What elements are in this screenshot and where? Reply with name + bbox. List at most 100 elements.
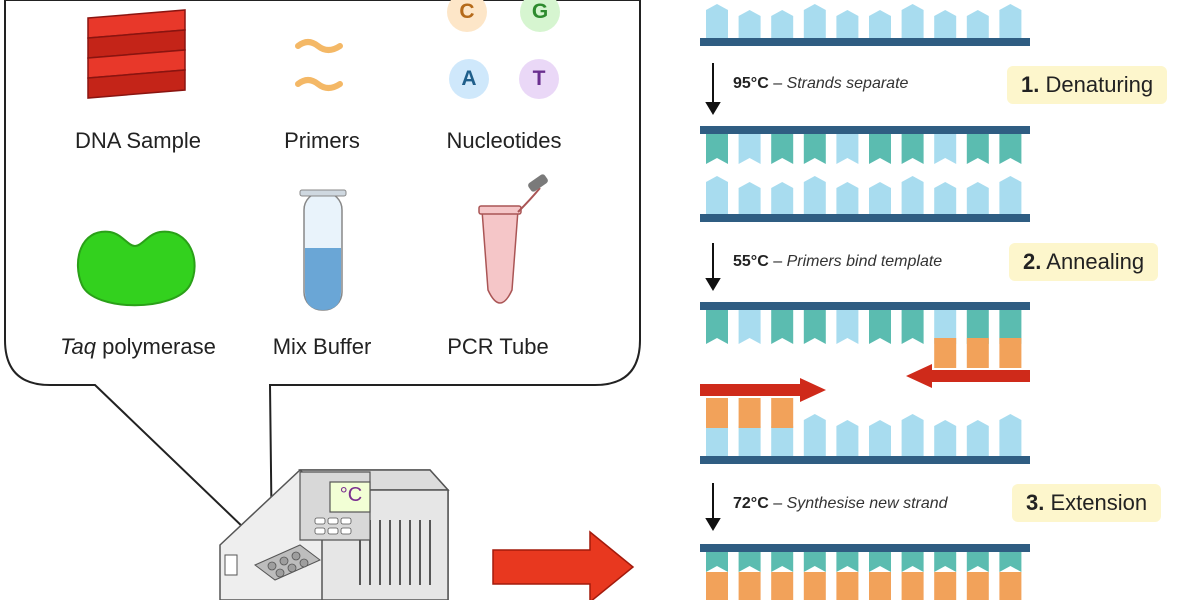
dna-base xyxy=(836,182,859,214)
dna-base xyxy=(901,134,924,164)
process-arrow xyxy=(492,530,635,600)
primer-base xyxy=(738,398,761,428)
dna-base xyxy=(836,310,859,344)
dna-base xyxy=(934,552,957,572)
label-mix-buffer: Mix Buffer xyxy=(272,334,372,359)
primer-base xyxy=(966,338,989,368)
primer-base xyxy=(706,398,728,428)
dna-base xyxy=(966,182,989,214)
dna-base xyxy=(803,134,826,164)
dna-base xyxy=(738,182,761,214)
label-taq-polymerase: Taq polymerase xyxy=(38,334,238,360)
dna-base xyxy=(934,10,957,40)
new-strand-base xyxy=(999,572,1022,600)
dna-strands xyxy=(700,4,1030,600)
dna-base xyxy=(999,310,1022,344)
dna-base xyxy=(901,414,924,456)
dna-base xyxy=(869,134,891,164)
dna-base xyxy=(869,420,891,456)
label-nucleotides: Nucleotides xyxy=(446,128,562,153)
dna-base xyxy=(999,134,1022,164)
dna-base xyxy=(934,420,957,456)
nucleotide-t-icon: T xyxy=(519,59,559,99)
dna-base xyxy=(771,552,794,572)
step-3-temp-line: 72°C – Synthesise new strand xyxy=(733,495,948,513)
taq-polymerase-icon xyxy=(76,230,196,307)
step-2-dash: – xyxy=(773,253,783,270)
dna-base xyxy=(771,310,794,344)
new-strand-base xyxy=(803,572,826,600)
step-3-desc: Synthesise new strand xyxy=(786,495,948,512)
step-1-temp: 95°C xyxy=(733,75,769,92)
dna-base xyxy=(966,310,989,344)
dna-base xyxy=(901,310,924,344)
new-strand-base xyxy=(836,572,859,600)
dna-base xyxy=(771,182,794,214)
dna-base xyxy=(771,420,794,456)
dna-base xyxy=(706,552,728,572)
dna-base xyxy=(771,134,794,164)
dna-base xyxy=(869,310,891,344)
dna-base xyxy=(836,420,859,456)
step-1-temp-line: 95°C – Strands separate xyxy=(733,75,908,93)
dna-backbone xyxy=(700,544,1030,552)
step-2-temp: 55°C xyxy=(733,253,769,270)
dna-base xyxy=(738,552,761,572)
step-1-dash: – xyxy=(773,75,783,92)
new-strand-base xyxy=(771,572,794,600)
thermocycler-screen xyxy=(329,481,371,513)
step-1-badge: 1. Denaturing xyxy=(1007,66,1168,104)
dna-sample-icon xyxy=(87,9,186,99)
dna-base xyxy=(966,134,989,164)
label-pcr-tube: PCR Tube xyxy=(447,334,549,359)
new-strand-base xyxy=(738,572,761,600)
dna-base xyxy=(738,134,761,164)
dna-base xyxy=(999,176,1022,214)
dna-base xyxy=(738,310,761,344)
primer-base xyxy=(934,338,957,368)
dna-base xyxy=(869,10,891,40)
dna-base xyxy=(966,420,989,456)
dna-backbone xyxy=(700,126,1030,134)
dna-backbone xyxy=(700,456,1030,464)
label-primers: Primers xyxy=(284,128,360,153)
new-strand-base xyxy=(934,572,957,600)
dna-base xyxy=(706,310,728,344)
new-strand-base xyxy=(966,572,989,600)
primer-arrow-left xyxy=(906,364,1030,388)
dna-backbone xyxy=(700,214,1030,222)
dna-base xyxy=(803,552,826,572)
step-1-num: 1. xyxy=(1021,72,1040,97)
pcr-tube-icon xyxy=(478,174,548,304)
dna-base xyxy=(803,414,826,456)
dna-base xyxy=(738,420,761,456)
new-strand-base xyxy=(901,572,924,600)
step-3-badge: 3. Extension xyxy=(1012,484,1162,522)
dna-base xyxy=(803,4,826,40)
step-1-desc: Strands separate xyxy=(786,75,909,92)
dna-base xyxy=(901,552,924,572)
taq-word: Taq xyxy=(60,334,97,359)
dna-base xyxy=(934,310,957,344)
dna-base xyxy=(803,310,826,344)
dna-backbone xyxy=(700,302,1030,310)
primer-arrow-right xyxy=(700,378,826,402)
mix-buffer-icon xyxy=(299,189,347,311)
dna-base xyxy=(934,182,957,214)
step-2-name: Annealing xyxy=(1046,249,1145,274)
label-dna-sample: DNA Sample xyxy=(75,128,201,153)
step-3-num: 3. xyxy=(1026,490,1045,515)
dna-base xyxy=(966,552,989,572)
dna-base xyxy=(999,414,1022,456)
primers-icon xyxy=(295,39,343,91)
dna-base xyxy=(836,552,859,572)
step-3-dash: – xyxy=(773,495,783,512)
primer-base xyxy=(999,338,1022,368)
polymerase-word: polymerase xyxy=(102,334,216,359)
dna-base xyxy=(966,10,989,40)
dna-base xyxy=(706,134,728,164)
step-2-num: 2. xyxy=(1023,249,1042,274)
dna-base xyxy=(771,10,794,40)
dna-base xyxy=(836,10,859,40)
